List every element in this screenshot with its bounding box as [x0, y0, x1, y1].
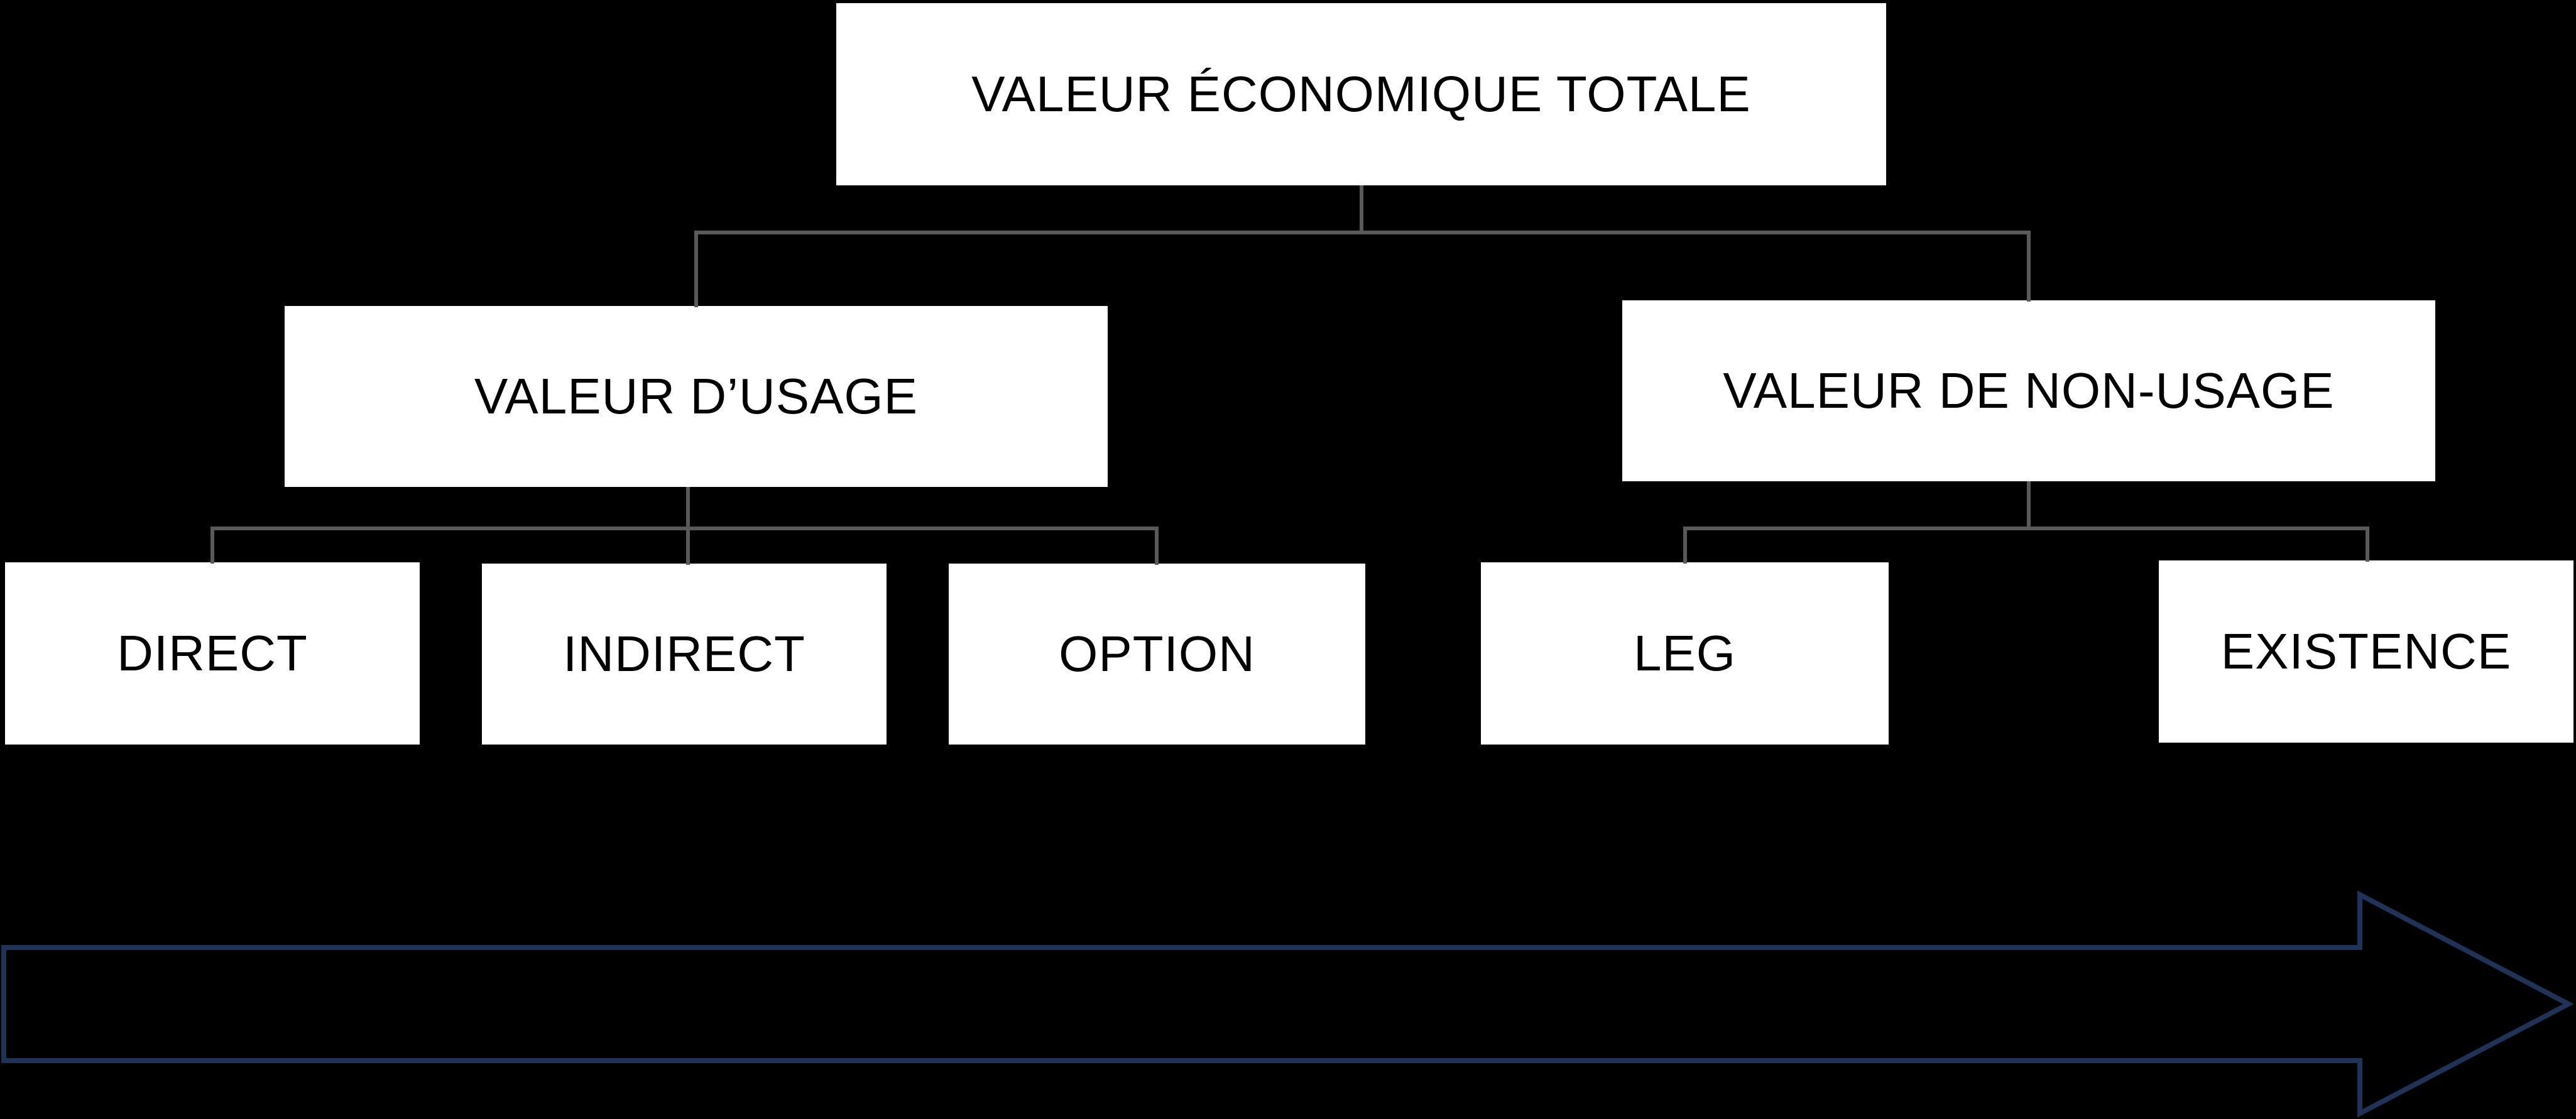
- node-total-economic-value-label: VALEUR ÉCONOMIQUE TOTALE: [971, 66, 1751, 122]
- connector-existence-stub: [2366, 527, 2369, 562]
- connector-direct-stub: [210, 527, 214, 564]
- node-non-use-value-label: VALEUR DE NON-USAGE: [1723, 363, 2335, 418]
- node-option: OPTION: [949, 564, 1365, 745]
- connector-level1-rail: [694, 231, 2031, 234]
- node-indirect: INDIRECT: [482, 564, 887, 745]
- node-total-economic-value: VALEUR ÉCONOMIQUE TOTALE: [836, 3, 1886, 185]
- node-non-use-value: VALEUR DE NON-USAGE: [1622, 300, 2435, 481]
- connector-use-stem: [686, 487, 690, 565]
- connector-nonuse-stub: [2027, 231, 2031, 302]
- node-existence: EXISTENCE: [2159, 560, 2573, 743]
- connector-option-stub: [1155, 527, 1159, 565]
- node-direct-label: DIRECT: [117, 625, 308, 681]
- node-direct: DIRECT: [5, 562, 420, 745]
- connector-root-stem: [1360, 185, 1363, 234]
- node-indirect-label: INDIRECT: [563, 626, 805, 682]
- timeline-arrow-shape: [1, 890, 2574, 1118]
- connector-nonuse-stem: [2027, 481, 2031, 528]
- node-leg-label: LEG: [1633, 625, 1737, 681]
- node-use-value: VALEUR D’USAGE: [285, 306, 1108, 487]
- connector-leg-stub: [1683, 527, 1687, 564]
- node-existence-label: EXISTENCE: [2220, 623, 2512, 679]
- timeline-arrow: [1, 890, 2574, 1118]
- connector-use-stub: [694, 231, 698, 307]
- node-option-label: OPTION: [1059, 626, 1255, 682]
- node-use-value-label: VALEUR D’USAGE: [474, 368, 919, 424]
- node-leg: LEG: [1481, 562, 1889, 745]
- connector-nonuse-rail: [1683, 527, 2369, 530]
- connector-use-rail: [210, 527, 1159, 530]
